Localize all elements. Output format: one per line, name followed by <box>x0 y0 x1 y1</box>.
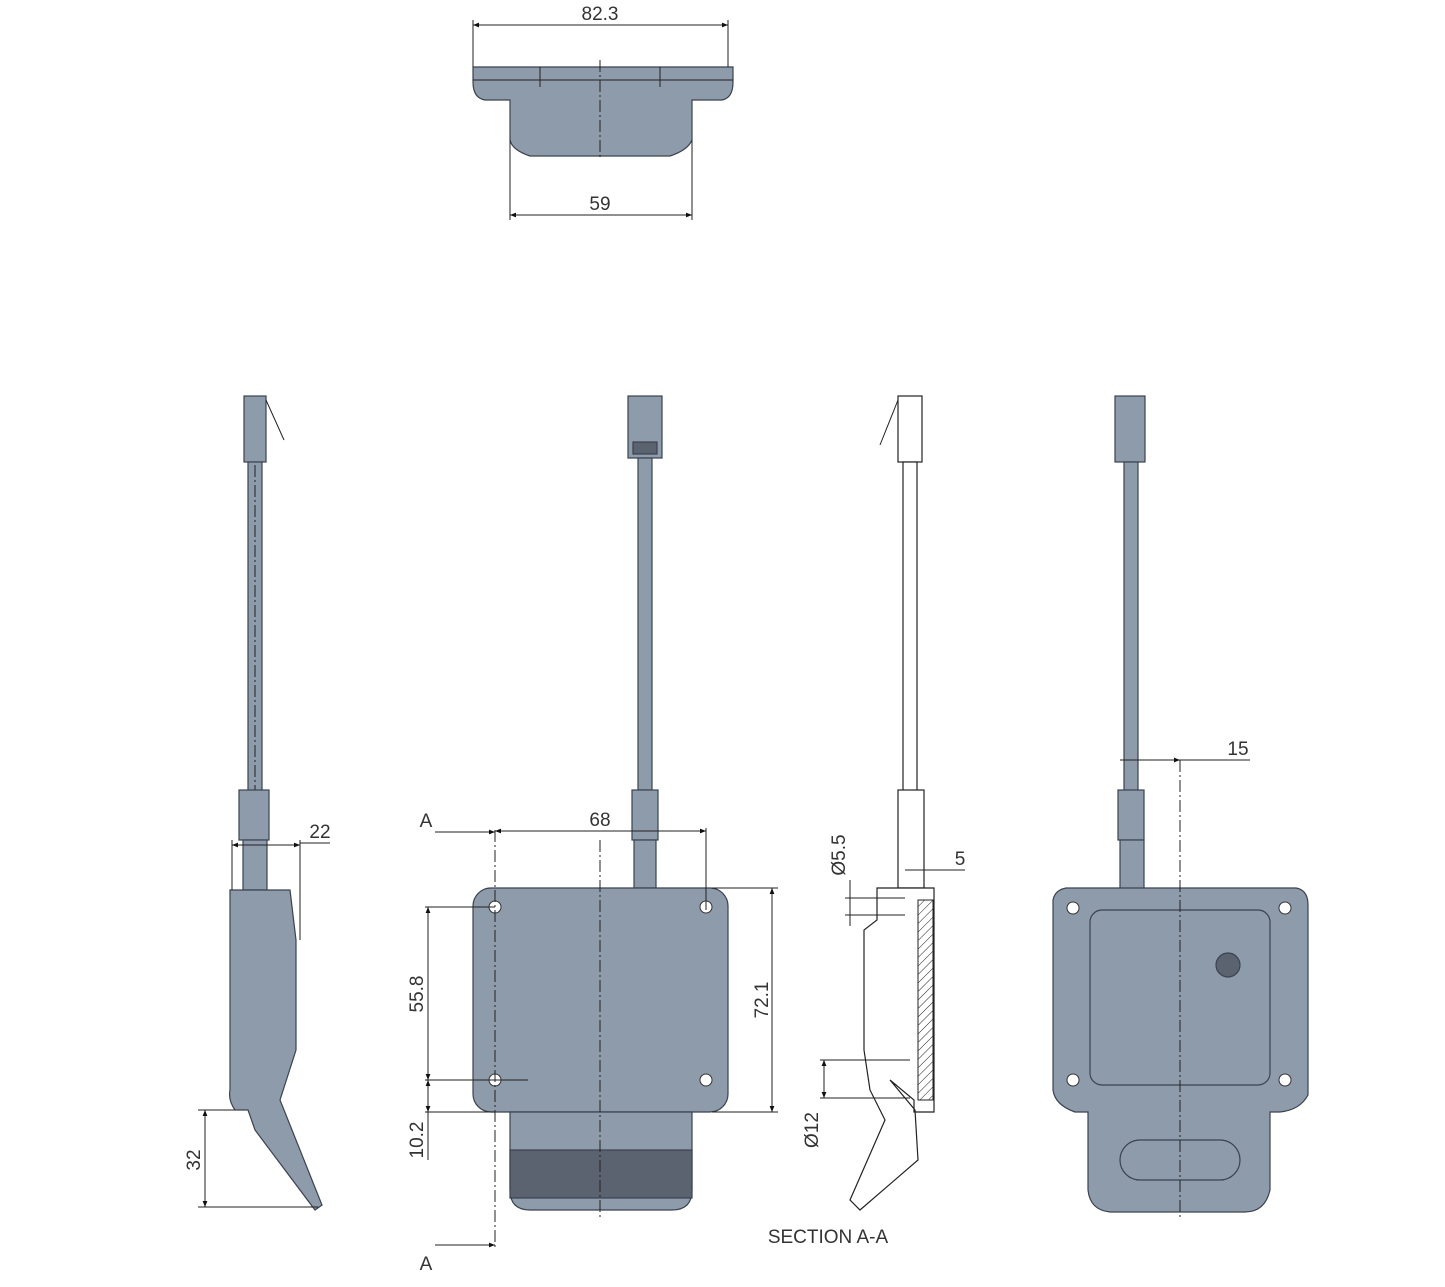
top-view: 82.3 59 <box>472 4 734 220</box>
section-marker-bottom: A <box>420 1254 433 1275</box>
dim-tab-offset: 10.2 <box>407 1122 428 1159</box>
dim-depth: 22 <box>309 822 330 843</box>
section-view: Ø5.5 5 Ø12 SECTION A-A <box>768 395 966 1248</box>
dim-hole-spacing-v: 55.8 <box>407 976 428 1013</box>
dim-hole-spacing-h: 68 <box>589 810 610 831</box>
section-title: SECTION A-A <box>768 1227 889 1248</box>
dim-overall-width: 82.3 <box>582 4 619 25</box>
dim-dia-small: Ø5.5 <box>829 834 850 875</box>
front-view: A A 68 55.8 10.2 72.1 <box>407 395 778 1275</box>
dim-cable-offset: 15 <box>1227 739 1248 760</box>
dim-tab-length: 32 <box>184 1149 205 1170</box>
back-view: 15 <box>1052 395 1309 1218</box>
dim-body-width: 59 <box>589 194 610 215</box>
dim-height: 72.1 <box>752 982 773 1019</box>
left-side-view: 22 32 <box>184 395 331 1211</box>
section-marker-top: A <box>420 811 433 832</box>
dim-dia-large: Ø12 <box>802 1112 823 1148</box>
dim-wall: 5 <box>955 849 966 870</box>
